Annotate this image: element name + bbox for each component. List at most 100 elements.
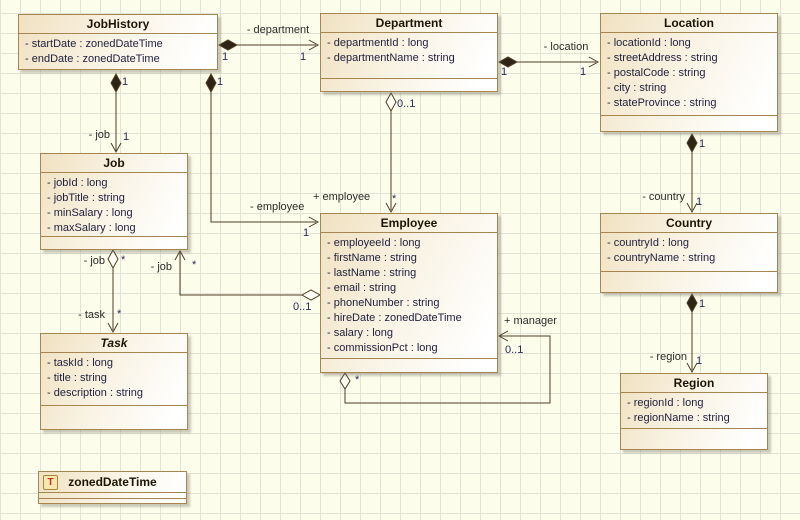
class-title: Country: [601, 214, 777, 233]
multiplicity: *: [392, 193, 397, 205]
operation-compartment: [621, 428, 767, 449]
role-label-employee: - employee: [250, 201, 305, 213]
class-task[interactable]: Task - taskId : long - title : string - …: [40, 333, 188, 430]
type-icon: T: [43, 475, 58, 490]
role-label-job: - job: [88, 129, 110, 141]
attribute: - employeeId : long: [327, 237, 421, 249]
class-country[interactable]: Country - countryId : long - countryName…: [600, 213, 778, 293]
multiplicity: 1: [300, 51, 307, 63]
class-title: Employee: [321, 214, 497, 233]
aggregation-diamond: [107, 248, 119, 270]
attribute-compartment: - startDate : zonedDateTime - endDate : …: [19, 34, 217, 69]
multiplicity: 1: [222, 51, 229, 63]
class-region[interactable]: Region - regionId : long - regionName : …: [620, 373, 768, 450]
association-employee-manager[interactable]: [339, 330, 551, 404]
class-department[interactable]: Department - departmentId : long - depar…: [320, 13, 498, 92]
attribute: - maxSalary : long: [47, 222, 136, 234]
attribute-compartment: - countryId : long - countryName : strin…: [601, 233, 777, 271]
attribute: - email : string: [327, 282, 397, 294]
attribute: - jobTitle : string: [47, 192, 125, 204]
association-jobhistory-job[interactable]: [110, 72, 122, 154]
attribute: - regionName : string: [627, 412, 730, 424]
role-label-task: - task: [78, 309, 105, 321]
role-label-department: - department: [246, 24, 310, 36]
attribute: - startDate : zonedDateTime: [25, 38, 163, 50]
multiplicity: 1: [501, 66, 508, 78]
datatype-name: zonedDateTime: [68, 475, 157, 489]
class-location[interactable]: Location - locationId : long - streetAdd…: [600, 13, 778, 132]
multiplicity: 0..1: [293, 301, 312, 313]
multiplicity: *: [117, 308, 122, 320]
class-jobhistory[interactable]: JobHistory - startDate : zonedDateTime -…: [18, 14, 218, 70]
attribute: - stateProvince : string: [607, 97, 717, 109]
operation-compartment: [601, 115, 777, 131]
composition-diamond: [217, 39, 239, 51]
multiplicity: 1: [580, 66, 587, 78]
attribute: - phoneNumber : string: [327, 297, 440, 309]
attribute: - streetAddress : string: [607, 52, 718, 64]
attribute: - taskId : long: [47, 357, 114, 369]
class-title: Region: [621, 374, 767, 393]
datatype-title-row: T zonedDateTime: [39, 472, 186, 493]
role-label-job-aggregate: - job: [83, 255, 105, 267]
open-arrowhead: [308, 39, 320, 51]
composition-diamond: [686, 292, 698, 314]
association-department-employee[interactable]: [385, 91, 397, 214]
attribute: - countryId : long: [607, 237, 689, 249]
aggregation-diamond: [339, 372, 351, 390]
open-arrowhead: [588, 56, 600, 68]
multiplicity: *: [121, 254, 126, 266]
open-arrowhead: [174, 249, 186, 261]
association-job-task[interactable]: [107, 248, 119, 334]
role-label-location: - location: [543, 41, 589, 53]
multiplicity: *: [192, 259, 197, 271]
attribute: - lastName : string: [327, 267, 417, 279]
multiplicity: 1: [699, 138, 706, 150]
attribute: - firstName : string: [327, 252, 417, 264]
aggregation-diamond: [385, 91, 397, 113]
attribute: - departmentId : long: [327, 37, 429, 49]
operation-compartment: [41, 236, 187, 249]
attribute: - minSalary : long: [47, 207, 133, 219]
multiplicity: 1: [303, 227, 310, 239]
attribute-compartment: - employeeId : long - firstName : string…: [321, 233, 497, 358]
multiplicity: 1: [696, 355, 703, 367]
aggregation-diamond: [300, 289, 322, 301]
association-location-country[interactable]: [686, 132, 698, 214]
datatype-empty-row: [39, 493, 186, 499]
datatype-zoneddatetime[interactable]: T zonedDateTime: [38, 471, 187, 504]
role-label-employee-public: + employee: [313, 191, 371, 203]
operation-compartment: [601, 271, 777, 292]
association-department-location[interactable]: [497, 56, 600, 68]
attribute-compartment: - jobId : long - jobTitle : string - min…: [41, 173, 187, 236]
association-jobhistory-employee[interactable]: [205, 72, 320, 228]
attribute-compartment: - locationId : long - streetAddress : st…: [601, 33, 777, 115]
attribute: - city : string: [607, 82, 667, 94]
class-title: Department: [321, 14, 497, 33]
multiplicity: 1: [699, 298, 706, 310]
multiplicity: 0..1: [397, 98, 416, 110]
attribute: - jobId : long: [47, 177, 108, 189]
role-label-region: - region: [649, 351, 687, 363]
class-employee[interactable]: Employee - employeeId : long - firstName…: [320, 213, 498, 373]
multiplicity: 1: [122, 76, 129, 88]
attribute: - postalCode : string: [607, 67, 706, 79]
attribute-compartment: - taskId : long - title : string - descr…: [41, 353, 187, 405]
attribute: - salary : long: [327, 327, 394, 339]
composition-diamond: [205, 72, 217, 94]
open-arrowhead: [385, 202, 397, 214]
association-country-region[interactable]: [686, 292, 698, 374]
class-job[interactable]: Job - jobId : long - jobTitle : string -…: [40, 153, 188, 250]
composition-diamond: [686, 132, 698, 154]
association-employee-job[interactable]: [174, 249, 322, 301]
role-label-job-from-employee: - job: [150, 261, 172, 273]
attribute-compartment: - regionId : long - regionName : string: [621, 393, 767, 428]
association-jobhistory-department[interactable]: [217, 39, 320, 51]
multiplicity: 1: [123, 131, 130, 143]
open-arrowhead: [497, 330, 509, 342]
open-arrowhead: [308, 216, 320, 228]
multiplicity: 0..1: [505, 344, 524, 356]
class-title: JobHistory: [19, 15, 217, 34]
